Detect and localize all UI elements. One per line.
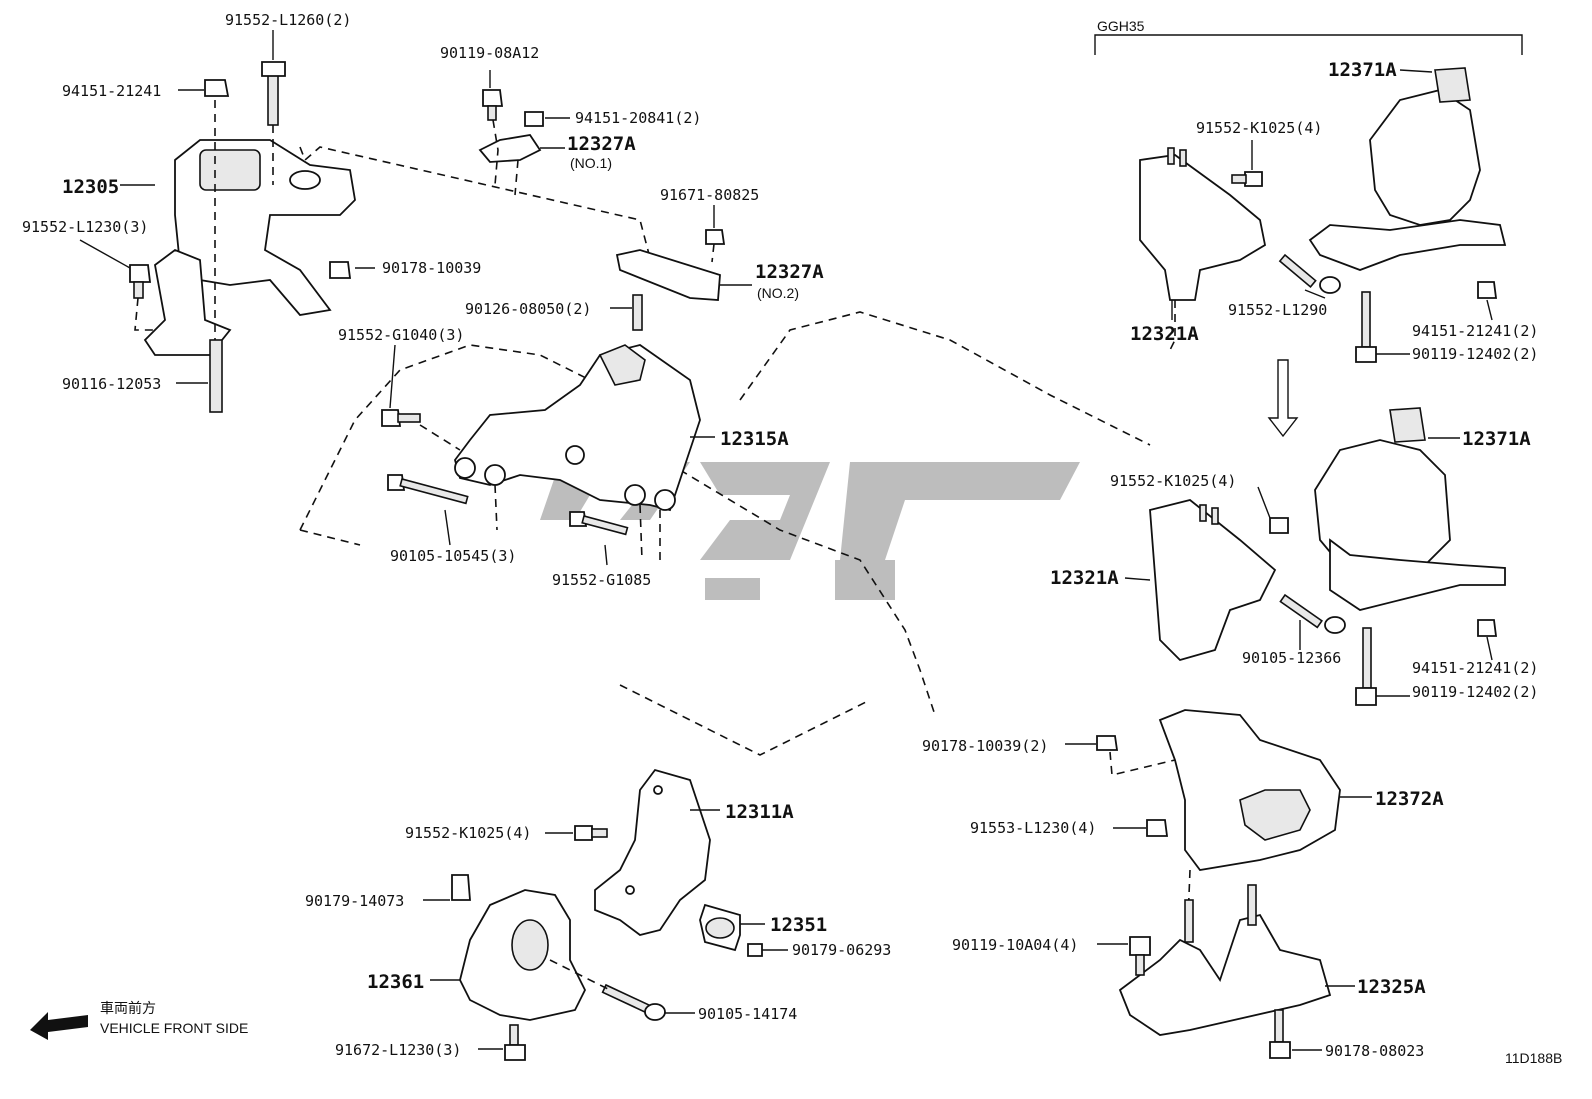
front-note-jp: 車両前方: [100, 1000, 156, 1016]
bracket-12327A: [478, 70, 752, 331]
label-12371A-top: 12371A: [1328, 59, 1397, 81]
label-12325A: 12325A: [1357, 976, 1426, 998]
ggh35-bracket: [1094, 34, 1523, 55]
label-91552-K1025-top: 91552-K1025(4): [1196, 119, 1322, 137]
label-90179-14073: 90179-14073: [305, 892, 404, 910]
label-12372A: 12372A: [1375, 788, 1444, 810]
mount-12361: [423, 874, 695, 1061]
label-12361: 12361: [367, 971, 424, 993]
label-91552-L1230: 91552-L1230(3): [22, 218, 148, 236]
label-94151-21241: 94151-21241: [62, 82, 161, 100]
label-12327A-no1: 12327A: [567, 133, 636, 155]
label-12315A: 12315A: [720, 428, 789, 450]
vehicle-front-arrow-icon: [30, 1012, 88, 1040]
label-90119-12402-r2: 90119-12402(2): [1412, 683, 1538, 701]
diagram-code: 11D188B: [1505, 1050, 1562, 1066]
label-94151-20841: 94151-20841(2): [575, 109, 701, 127]
label-90126-08050: 90126-08050(2): [465, 300, 591, 318]
label-91552-L1260: 91552-L1260(2): [225, 11, 351, 29]
label-ggh35: GGH35: [1097, 18, 1145, 34]
label-12351: 12351: [770, 914, 827, 936]
label-94151-21241-r2: 94151-21241(2): [1412, 659, 1538, 677]
label-91552-K1025-mid: 91552-K1025(4): [1110, 472, 1236, 490]
label-90179-06293: 90179-06293: [792, 941, 891, 959]
label-90119-12402-r1: 90119-12402(2): [1412, 345, 1538, 363]
label-90119-10A04: 90119-10A04(4): [952, 936, 1078, 954]
mount-12372A: [1065, 709, 1372, 921]
label-12321A-top: 12321A: [1130, 323, 1199, 345]
engine-outline: [299, 311, 1151, 756]
label-12327A-no2: 12327A: [755, 261, 824, 283]
label-12311A: 12311A: [725, 801, 794, 823]
label-91672-L1230: 91672-L1230(3): [335, 1041, 461, 1059]
bushing-12351: [699, 903, 788, 957]
bracket-12311A: [545, 768, 720, 936]
label-94151-21241-r1: 94151-21241(2): [1412, 322, 1538, 340]
label-91553-L1230: 91553-L1230(4): [970, 819, 1096, 837]
label-90178-10039: 90178-10039: [382, 259, 481, 277]
part-labels: 94151-21241 91552-L1260(2) 12305 91552-L…: [22, 11, 1562, 1066]
label-90116-12053: 90116-12053: [62, 375, 161, 393]
label-90178-08023: 90178-08023: [1325, 1042, 1424, 1060]
arrow-down-icon: [1267, 359, 1299, 438]
label-91552-K1025-bot: 91552-K1025(4): [405, 824, 531, 842]
label-no2: (NO.2): [757, 285, 799, 301]
label-91552-G1085: 91552-G1085: [552, 571, 651, 589]
label-90105-12366: 90105-12366: [1242, 649, 1341, 667]
mount-12371A-top: [1139, 67, 1507, 363]
mount-12371A-mid: [1124, 407, 1506, 706]
label-90178-10039-2: 90178-10039(2): [922, 737, 1048, 755]
label-12305: 12305: [62, 176, 119, 198]
mount-12305: [129, 61, 356, 413]
bracket-12315A: [381, 344, 715, 566]
front-note-en: VEHICLE FRONT SIDE: [100, 1020, 248, 1036]
label-90105-14174: 90105-14174: [698, 1005, 797, 1023]
label-12371A-mid: 12371A: [1462, 428, 1531, 450]
label-90105-10545: 90105-10545(3): [390, 547, 516, 565]
label-no1: (NO.1): [570, 155, 612, 171]
label-91552-G1040: 91552-G1040(3): [338, 326, 464, 344]
mount-12305-leaders: [79, 30, 651, 384]
label-12321A-mid: 12321A: [1050, 567, 1119, 589]
label-91671-80825: 91671-80825: [660, 186, 759, 204]
bracket-12325A: [1097, 884, 1355, 1059]
label-90119-08A12: 90119-08A12: [440, 44, 539, 62]
label-91552-L1290: 91552-L1290: [1228, 301, 1327, 319]
